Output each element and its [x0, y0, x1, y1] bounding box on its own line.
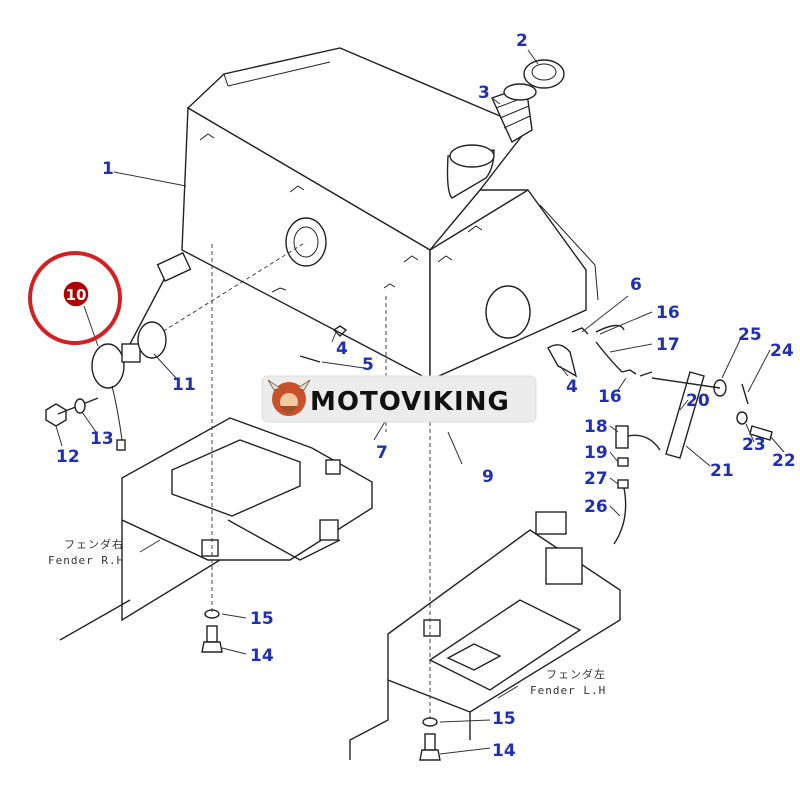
- fender-right-jp: フェンダ右: [64, 537, 124, 551]
- part-label-25: 25: [738, 325, 762, 345]
- part-label-15b: 15: [492, 709, 516, 729]
- part-label-26: 26: [584, 497, 608, 517]
- fuel-lines: [299, 324, 661, 545]
- part-labels: 1 2 3 4 5 7 9 11 12 13 4 6 16 17 16 18 1…: [56, 31, 796, 761]
- viking-logo-icon: [267, 379, 311, 416]
- part-label-5: 5: [362, 355, 374, 375]
- part-label-22: 22: [772, 451, 796, 471]
- part-label-7: 7: [376, 443, 388, 463]
- part-label-19: 19: [584, 443, 608, 463]
- fuel-level-sender: [91, 241, 307, 451]
- part-10-badge: [62, 280, 90, 308]
- mount-hardware-right: [201, 609, 223, 653]
- part-label-15a: 15: [250, 609, 274, 629]
- strap-and-bolts: [651, 371, 773, 459]
- part-label-4b: 4: [566, 377, 578, 397]
- part-label-13: 13: [90, 429, 114, 449]
- part-label-1: 1: [102, 159, 114, 179]
- part-label-17: 17: [656, 335, 680, 355]
- part-label-9: 9: [482, 467, 494, 487]
- part-label-12: 12: [56, 447, 80, 467]
- part-label-16a: 16: [656, 303, 680, 323]
- part-label-18: 18: [584, 417, 608, 437]
- left-fender-frame: [349, 511, 621, 760]
- watermark-text: MOTOVIKING: [310, 387, 510, 417]
- part-label-16b: 16: [598, 387, 622, 407]
- part-label-20: 20: [686, 391, 710, 411]
- part-label-6: 6: [630, 275, 642, 295]
- filler-cap: [523, 59, 565, 89]
- part-label-24: 24: [770, 341, 794, 361]
- fender-right-en: Fender R.H: [48, 554, 124, 567]
- highlight-part-10: 10: [28, 251, 122, 345]
- part-label-21: 21: [710, 461, 734, 481]
- highlight-circle: [28, 251, 122, 345]
- fender-left-jp: フェンダ左: [546, 667, 606, 681]
- fuel-tank: [181, 47, 599, 382]
- part-label-2: 2: [516, 31, 528, 51]
- part-label-23: 23: [742, 435, 766, 455]
- part-label-14a: 14: [250, 646, 274, 666]
- part-label-10: 10: [66, 286, 87, 304]
- filler-assembly: [446, 59, 565, 199]
- part-label-4a: 4: [336, 339, 348, 359]
- watermark: MOTOVIKING: [261, 375, 537, 423]
- strainer: [491, 83, 537, 144]
- leader-lines: [55, 49, 785, 755]
- mount-hardware-left: [419, 717, 441, 761]
- right-fender-frame: [59, 417, 373, 641]
- part-label-11: 11: [172, 375, 196, 395]
- gasket: [137, 321, 167, 359]
- part-label-3: 3: [478, 83, 490, 103]
- fender-left-en: Fender L.H: [530, 684, 606, 697]
- part-label-14b: 14: [492, 741, 516, 761]
- part-label-27: 27: [584, 469, 608, 489]
- bolt-and-washer: [45, 397, 99, 427]
